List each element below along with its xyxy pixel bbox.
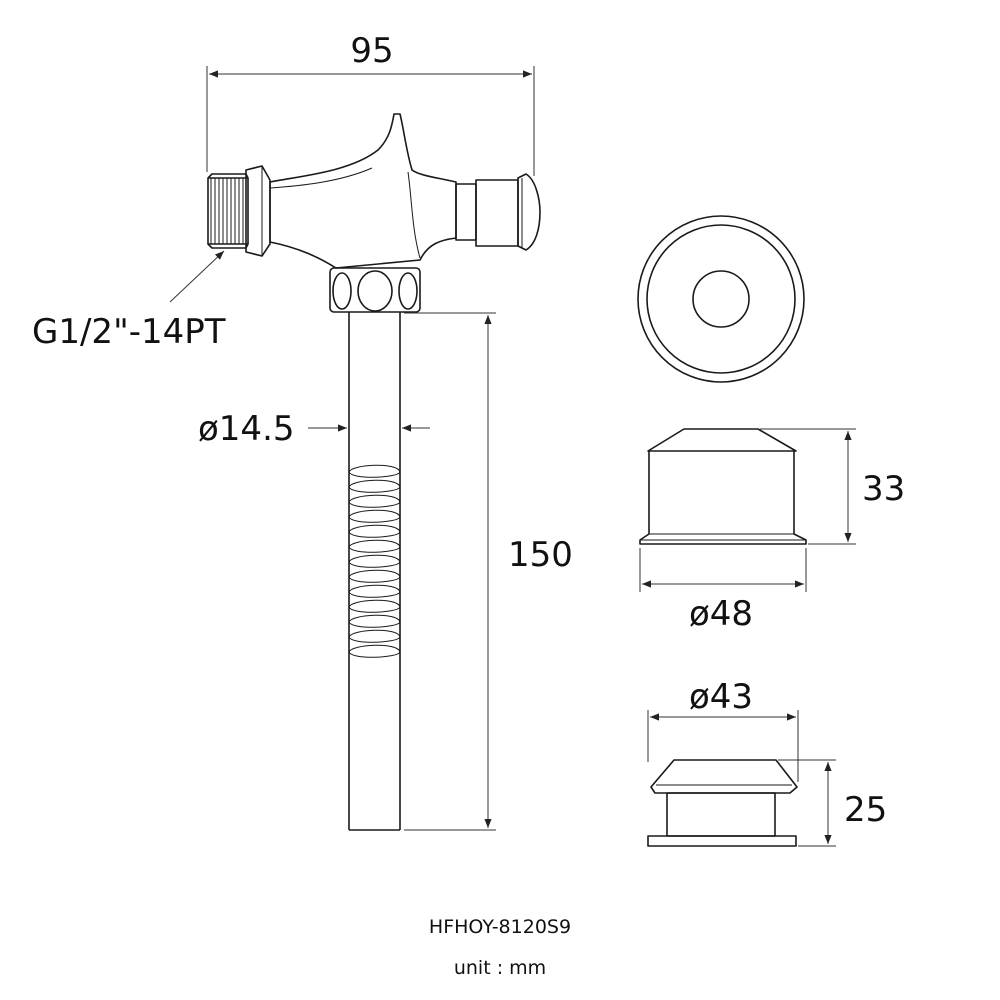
unit-label: unit : mm	[454, 957, 546, 979]
model-number: HFHOY-8120S9	[429, 916, 571, 938]
cover-top-view	[637, 215, 805, 383]
cover-height-label: 33	[862, 469, 905, 509]
button-diameter-label: ø43	[689, 677, 753, 717]
hex-nut	[245, 165, 271, 257]
pipe-length-label: 150	[508, 535, 573, 575]
button-height-label: 25	[844, 790, 887, 830]
pipe-corrugation	[348, 464, 401, 658]
thread-spec-label: G1/2"-14PT	[32, 312, 226, 352]
threaded-inlet	[207, 173, 249, 249]
flush-valve-body	[207, 113, 541, 313]
cover-side-view	[639, 428, 807, 545]
dimension-pipe-length: 150	[404, 312, 573, 831]
coupling-nut	[329, 267, 421, 313]
valve-main-body	[269, 113, 457, 269]
flush-pipe	[348, 312, 401, 831]
dimension-overall-width: 95	[206, 31, 535, 176]
overall-width-label: 95	[350, 31, 393, 71]
cover-diameter-label: ø48	[689, 594, 753, 634]
dimension-pipe-diameter: ø14.5	[198, 409, 430, 449]
button-side-view	[647, 759, 798, 847]
dimension-cover-height: 33	[760, 428, 905, 545]
valve-outlet	[455, 183, 477, 241]
valve-push-cap	[517, 173, 541, 251]
thread-callout: G1/2"-14PT	[32, 250, 226, 352]
pipe-diameter-label: ø14.5	[198, 409, 295, 449]
dimension-button-diameter: ø43	[647, 677, 799, 782]
dimension-button-height: 25	[778, 759, 887, 847]
dimension-cover-diameter: ø48	[639, 548, 807, 634]
